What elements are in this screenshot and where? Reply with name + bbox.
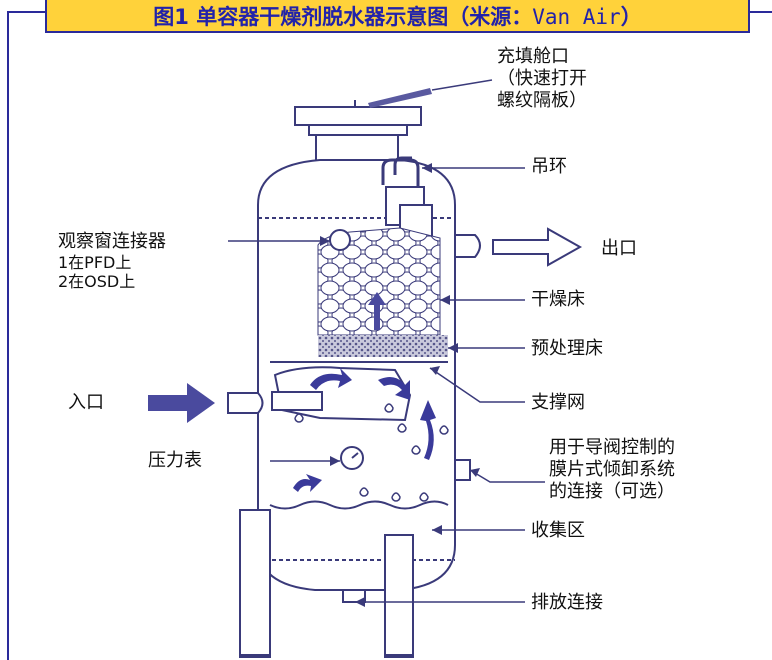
label-outlet: 出口 bbox=[601, 238, 637, 259]
label-support-grid: 支撑网 bbox=[531, 392, 585, 413]
outlet-arrow bbox=[492, 227, 583, 267]
label-pressure-gauge: 压力表 bbox=[148, 450, 202, 471]
label-drain: 排放连接 bbox=[531, 592, 603, 613]
label-pfd-note: 1在PFD上 2在OSD上 bbox=[58, 253, 136, 291]
label-lifting-ring: 吊环 bbox=[531, 156, 567, 177]
sight-glass bbox=[329, 229, 351, 251]
inlet-arrow bbox=[148, 383, 215, 423]
lifting-rings bbox=[381, 156, 420, 190]
drain-port bbox=[342, 589, 366, 603]
title-banner: 图1 单容器干燥剂脱水器示意图（米源：Van Air） bbox=[45, 0, 750, 33]
fill-port-handle bbox=[354, 88, 432, 108]
title-main: 图1 单容器干燥剂脱水器示意图（米源： bbox=[153, 4, 533, 29]
label-pilot-valve: 用于导阀控制的 膜片式倾卸系统 的连接（可选） bbox=[549, 437, 675, 502]
liquid-surface bbox=[269, 500, 449, 510]
pilot-valve-port bbox=[454, 459, 471, 481]
label-pretreat-bed: 预处理床 bbox=[531, 338, 603, 359]
label-inlet: 入口 bbox=[68, 392, 104, 413]
leader-lines bbox=[228, 79, 545, 603]
title-source: Van Air bbox=[532, 4, 621, 29]
pretreat-bed bbox=[318, 335, 448, 357]
outlet-nozzle bbox=[454, 234, 481, 258]
flow-arrows bbox=[293, 368, 436, 492]
label-collection-zone: 收集区 bbox=[531, 520, 585, 541]
inlet-diffuser bbox=[271, 366, 412, 422]
water-drops bbox=[294, 403, 449, 502]
pressure-gauge bbox=[340, 446, 364, 470]
label-fill-port: 充填舱口 （快速打开 螺纹隔板） bbox=[497, 46, 587, 111]
leader-arrowheads bbox=[320, 163, 480, 607]
diagram-title: 图1 单容器干燥剂脱水器示意图（米源：Van Air） bbox=[153, 1, 641, 31]
upflow-arrow bbox=[368, 292, 386, 330]
title-close: ） bbox=[620, 4, 642, 29]
label-sight-glass: 观察窗连接器 bbox=[58, 231, 166, 252]
vessel-legs bbox=[239, 509, 414, 658]
label-drying-bed: 干燥床 bbox=[531, 289, 585, 310]
inlet-nozzle bbox=[227, 392, 264, 414]
